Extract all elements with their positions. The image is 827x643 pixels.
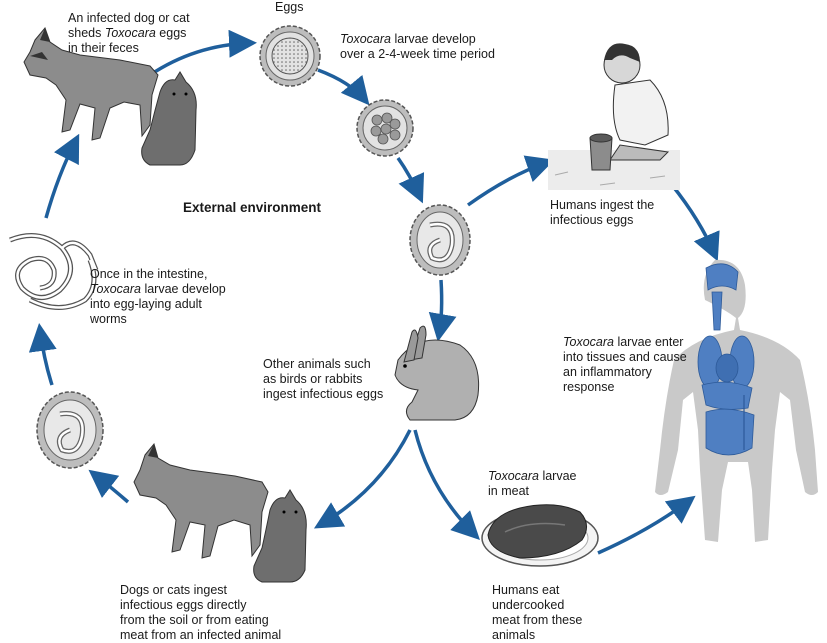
- label-larvae-develop: Toxocara larvae develop over a 2-4-week …: [340, 32, 495, 61]
- arrow-worm-to-dogcat: [44, 133, 80, 219]
- arrow-rabbit-to-meat: [413, 429, 480, 540]
- larva-egg-icon: [409, 204, 471, 276]
- arrow-meat-to-body: [597, 495, 696, 555]
- label-tissues: Toxocara larvae enter into tissues and c…: [563, 335, 687, 394]
- arrow-eggs-to-embryo: [317, 68, 370, 106]
- child-playing-icon: [548, 43, 680, 190]
- label-external-environment: External environment: [183, 200, 322, 215]
- arrow-egg-to-worm: [28, 323, 57, 386]
- cycle-arrows: [28, 29, 720, 555]
- arrow-rabbit-to-dogcat: [313, 429, 412, 529]
- label-humans-ingest: Humans ingest the infectious eggs: [550, 198, 655, 227]
- arrow-larva-to-rabbit: [428, 279, 457, 342]
- label-intestine: Once in the intestine, Toxocara larvae d…: [90, 267, 226, 326]
- label-larvae-in-meat: Toxocara larvae in meat: [488, 469, 577, 498]
- arrow-child-to-body: [670, 183, 720, 262]
- arrow-larva-to-child: [466, 155, 555, 207]
- egg-icon: [259, 25, 321, 87]
- adult-worm-icon: [9, 233, 99, 310]
- arrow-embryo-to-larva: [396, 156, 425, 204]
- label-infected-dog-cat: An infected dog or cat sheds Toxocara eg…: [68, 11, 190, 55]
- arrow-dogcat-to-egg: [88, 469, 130, 504]
- meat-plate-icon: [481, 504, 599, 567]
- arrow-feces-to-eggs: [149, 29, 257, 77]
- embryo-egg-icon: [356, 99, 414, 157]
- label-eggs: Eggs: [275, 0, 304, 14]
- label-other-animals: Other animals such as birds or rabbits i…: [263, 357, 384, 401]
- dog-cat-icon: [23, 27, 197, 166]
- label-humans-eat: Humans eat undercooked meat from these a…: [492, 583, 583, 642]
- human-body-icon: [655, 259, 818, 542]
- rabbit-icon: [394, 325, 480, 421]
- label-dogs-ingest: Dogs or cats ingest infectious eggs dire…: [120, 583, 282, 642]
- larva-egg-icon-lower: [36, 391, 104, 469]
- dog-cat-icon-lower: [133, 442, 307, 583]
